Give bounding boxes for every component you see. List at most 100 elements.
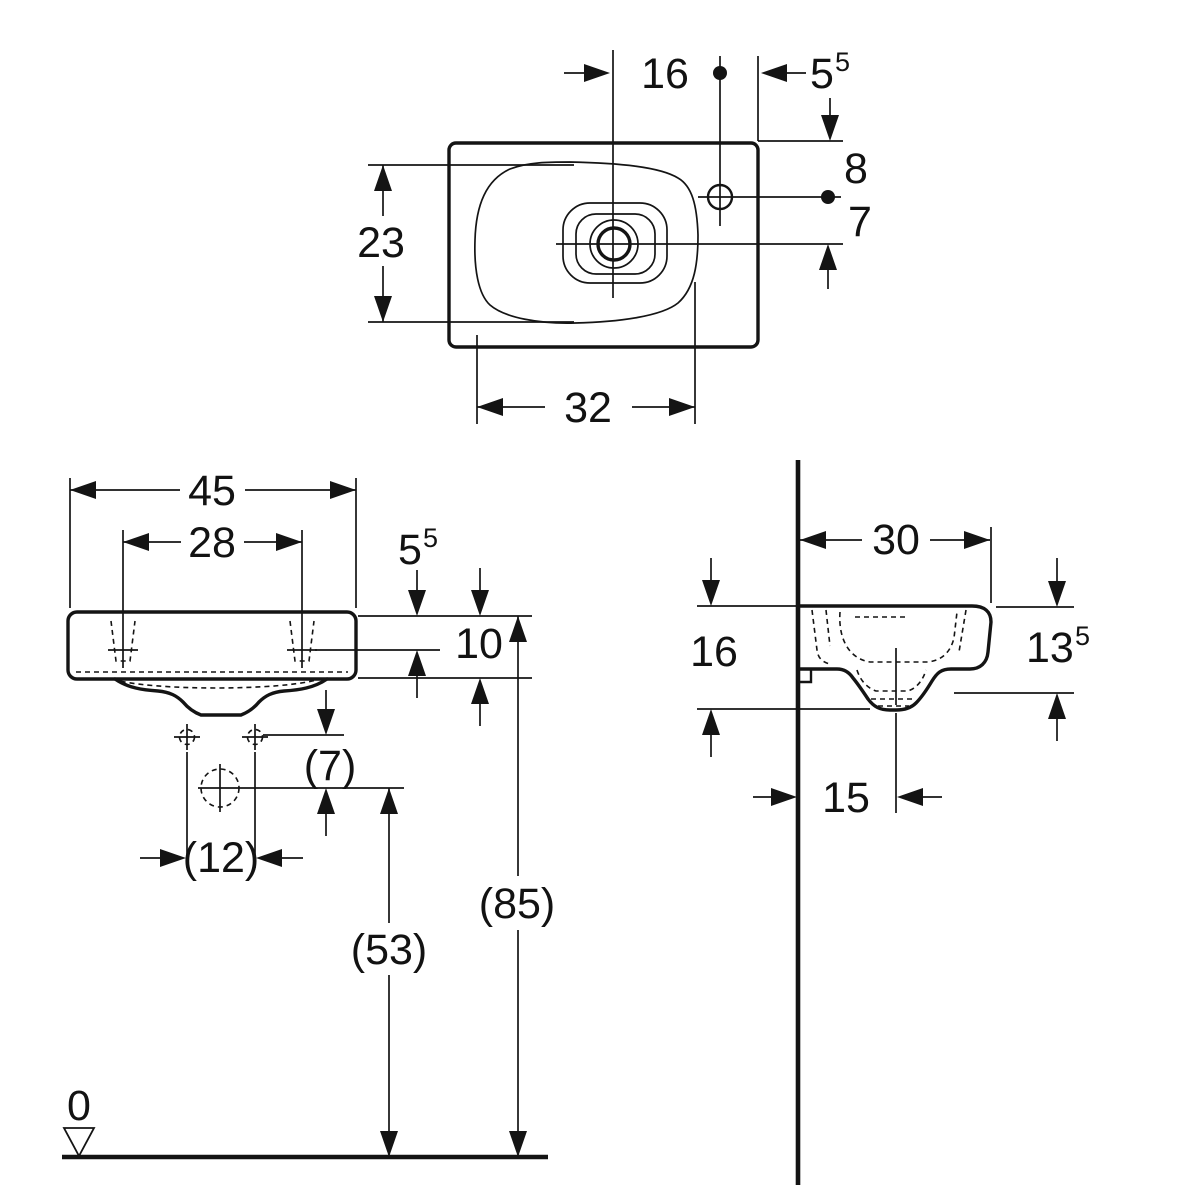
dim-label: 15 bbox=[822, 774, 870, 822]
arrowhead-left bbox=[477, 398, 503, 416]
dim-label: 28 bbox=[188, 519, 236, 567]
arrowhead-down bbox=[509, 1131, 527, 1157]
datum-label: 0 bbox=[67, 1082, 91, 1130]
hidden-trap-inner bbox=[856, 669, 927, 692]
hidden-front-wall bbox=[958, 609, 967, 653]
arrowhead-left bbox=[123, 533, 149, 551]
dim-label: 45 bbox=[188, 467, 236, 515]
hidden-fixing-slot bbox=[110, 620, 136, 662]
dim-floor-to-rim: (85) bbox=[479, 616, 555, 1157]
hidden-bowl-underside bbox=[111, 678, 321, 689]
arrowhead-right bbox=[584, 64, 610, 82]
arrowhead-down bbox=[702, 580, 720, 606]
arrowhead-up bbox=[1048, 693, 1066, 719]
bolt-hole-circle bbox=[178, 728, 196, 746]
side-view: 30 16 13 5 15 bbox=[690, 460, 1090, 1185]
arrowhead-left bbox=[800, 531, 826, 549]
arrowhead-up bbox=[408, 650, 426, 676]
arrowhead-left bbox=[70, 481, 96, 499]
dim-tap-to-drain: 7 bbox=[819, 198, 872, 289]
dim-fixing-to-drain: (7) bbox=[198, 690, 404, 836]
arrowhead-up bbox=[702, 709, 720, 735]
hidden-rear-wall bbox=[811, 609, 831, 665]
dim-bowl-depth: 23 bbox=[357, 164, 574, 323]
dim-label: 13 bbox=[1026, 624, 1074, 672]
dim-total-width: 45 bbox=[69, 467, 357, 608]
trap-cover-profile bbox=[113, 677, 329, 717]
arrowhead-down bbox=[471, 590, 489, 616]
dim-label: 7 bbox=[848, 198, 872, 246]
dim-label: 30 bbox=[872, 516, 920, 564]
arrowhead-down bbox=[374, 296, 392, 322]
basin-body-side bbox=[796, 604, 993, 712]
arrowhead-left bbox=[897, 788, 923, 806]
dim-front-height: 13 5 bbox=[954, 558, 1090, 741]
arrowhead-down bbox=[408, 590, 426, 616]
basin-outline-top bbox=[447, 141, 760, 349]
arrowhead-down bbox=[380, 1131, 398, 1157]
dim-label-superscript: 5 bbox=[423, 523, 438, 553]
dim-label: 32 bbox=[564, 384, 612, 432]
arrowhead-down bbox=[1048, 581, 1066, 607]
bolt-hole-left bbox=[174, 724, 200, 868]
dim-label: 23 bbox=[357, 219, 405, 267]
arrowhead-down bbox=[317, 709, 335, 735]
dim-label: 5 bbox=[398, 526, 422, 574]
hidden-rear-wall-2 bbox=[825, 609, 831, 647]
drain-recess-outer bbox=[562, 202, 668, 284]
dim-label: (53) bbox=[351, 926, 427, 974]
bolt-hole-circle bbox=[246, 728, 264, 746]
dimension-dot bbox=[821, 190, 835, 204]
fixing-hole-left bbox=[108, 530, 138, 668]
arrowhead-up bbox=[374, 165, 392, 191]
dim-bolt-distance: (12) bbox=[140, 834, 303, 882]
hidden-bowl-profile bbox=[839, 611, 958, 663]
dim-label: 5 bbox=[810, 50, 834, 98]
dim-rim-to-fixing: 5 5 bbox=[315, 523, 440, 698]
dim-label: (12) bbox=[183, 834, 259, 882]
bowl-outline-top bbox=[474, 161, 699, 324]
dim-fixing-holes-distance: 28 bbox=[123, 519, 302, 567]
arrowhead-left bbox=[256, 849, 282, 867]
hidden-fixing-slot bbox=[289, 620, 315, 662]
arrowhead-up bbox=[509, 616, 527, 642]
dim-drain-to-tap: 16 bbox=[564, 50, 727, 98]
arrowhead-right bbox=[276, 533, 302, 551]
dim-label: 10 bbox=[455, 620, 503, 668]
arrowhead-right bbox=[160, 849, 186, 867]
dim-label-superscript: 5 bbox=[835, 47, 850, 77]
arrowhead-right bbox=[964, 531, 990, 549]
front-view: 45 28 5 5 10 bbox=[62, 467, 555, 1160]
dim-total-height: 16 bbox=[690, 558, 870, 757]
dim-label: 8 bbox=[844, 145, 868, 193]
datum-triangle-icon bbox=[62, 1127, 96, 1158]
basin-body-front bbox=[66, 610, 358, 681]
dim-label: (85) bbox=[479, 880, 555, 928]
wall-bracket-tab bbox=[798, 667, 813, 684]
arrowhead-right bbox=[669, 398, 695, 416]
dim-bowl-width: 32 bbox=[476, 282, 696, 432]
dim-label: 16 bbox=[641, 50, 689, 98]
arrowhead-down bbox=[821, 115, 839, 141]
dim-floor-to-drain: (53) bbox=[351, 788, 427, 1157]
arrowhead-left bbox=[761, 64, 787, 82]
arrowhead-up bbox=[380, 788, 398, 814]
arrowhead-up bbox=[471, 678, 489, 704]
dim-rear-to-tap: 8 bbox=[821, 98, 868, 204]
arrowhead-right bbox=[330, 481, 356, 499]
dim-wall-to-drain: 15 bbox=[753, 713, 942, 822]
arrowhead-right bbox=[771, 788, 797, 806]
dim-label: 16 bbox=[690, 628, 738, 676]
arrowhead-up bbox=[819, 244, 837, 270]
dim-label-superscript: 5 bbox=[1075, 621, 1090, 651]
arrowhead-up bbox=[317, 788, 335, 814]
bolt-hole-right bbox=[242, 724, 268, 868]
dim-depth: 30 bbox=[800, 516, 992, 603]
dim-rim-height: 10 bbox=[358, 568, 532, 726]
dim-tap-to-edge: 5 5 bbox=[761, 47, 850, 98]
dimension-dot bbox=[713, 66, 727, 80]
fixing-hole-right bbox=[287, 530, 317, 668]
top-view: 16 5 5 8 7 23 bbox=[357, 47, 872, 432]
floor-datum: 0 bbox=[62, 1082, 548, 1160]
